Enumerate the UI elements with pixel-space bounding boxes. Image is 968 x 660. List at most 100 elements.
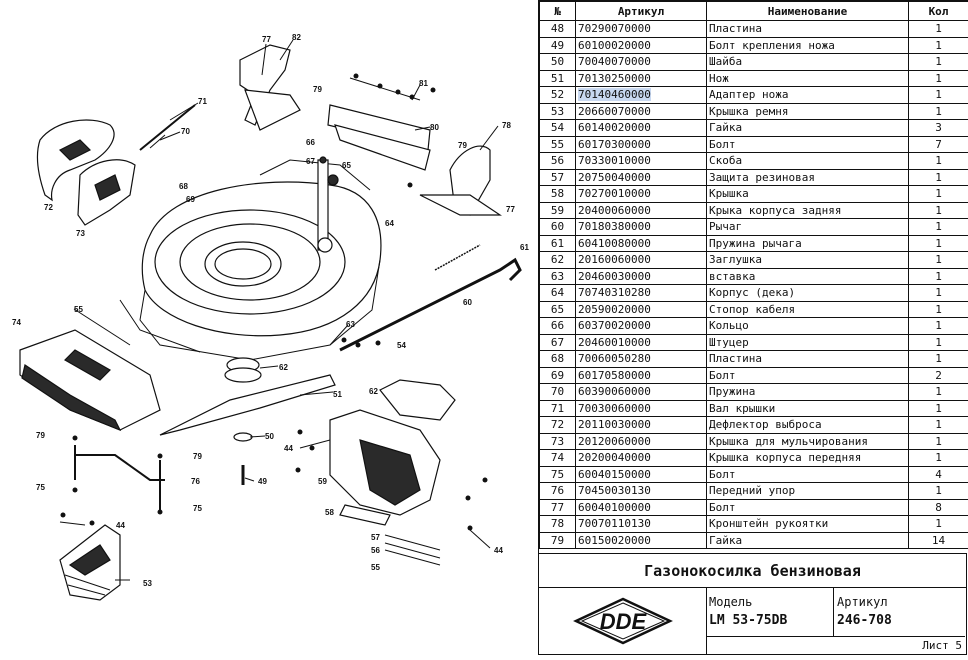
cell-code: 20110030000 [576,417,707,434]
rear-plate-part [328,78,430,170]
cell-code: 70290070000 [576,21,707,38]
cell-qty: 1 [909,169,968,186]
cell-num: 58 [540,186,576,203]
cell-qty: 1 [909,516,968,533]
front-stop-part [75,445,165,510]
cell-name: Крышка корпуса передняя [707,450,909,467]
cell-name: Гайка [707,120,909,137]
cell-num: 68 [540,351,576,368]
cell-name: Пластина [707,351,909,368]
cell-num: 59 [540,202,576,219]
callout-label: 78 [502,121,511,130]
callout-label: 44 [494,546,503,555]
cell-name: Стопор кабеля [707,301,909,318]
column-header-num: № [540,2,576,21]
cell-qty: 1 [909,318,968,335]
cell-code: 70270010000 [576,186,707,203]
table-header-row: № Артикул Наименование Кол [540,2,968,21]
cell-name: Гайка [707,532,909,549]
callout-label: 57 [371,533,380,542]
callout-label: 68 [179,182,188,191]
callout-label: 56 [371,546,380,555]
cell-num: 75 [540,466,576,483]
cell-qty: 8 [909,499,968,516]
callout-label: 74 [12,318,21,327]
cell-num: 53 [540,103,576,120]
cell-name: Заглушка [707,252,909,269]
cell-code: 60370020000 [576,318,707,335]
cell-qty: 1 [909,400,968,417]
cell-code: 70130250000 [576,70,707,87]
cell-qty: 1 [909,21,968,38]
cell-code: 20460030000 [576,268,707,285]
cell-code: 60170580000 [576,367,707,384]
callout-label: 79 [36,431,45,440]
callout-label: 79 [458,141,467,150]
callout-label: 79 [313,85,322,94]
callout-label: 54 [397,341,406,350]
cell-num: 74 [540,450,576,467]
cell-name: Болт [707,499,909,516]
callout-label: 58 [325,508,334,517]
callout-label: 44 [284,444,293,453]
cell-name: Пружина [707,384,909,401]
cell-num: 71 [540,400,576,417]
callout-label: 62 [279,363,288,372]
cell-code: 60170300000 [576,136,707,153]
document-title: Газонокосилка бензиновая [539,554,966,588]
cell-num: 60 [540,219,576,236]
deck-housing-part [120,160,381,360]
cell-code: 70330010000 [576,153,707,170]
cell-num: 65 [540,301,576,318]
logo-text: DDE [599,609,647,634]
cell-num: 49 [540,37,576,54]
callout-label: 62 [369,387,378,396]
cell-code: 60150020000 [576,532,707,549]
cell-name: Пружина рычага [707,235,909,252]
title-block: Газонокосилка бензиновая DDE Модель LM 5… [538,553,967,655]
cell-name: Защита резиновая [707,169,909,186]
cell-name: Адаптер ножа [707,87,909,104]
article-cell: Артикул 246-708 [834,587,965,637]
cell-num: 72 [540,417,576,434]
cell-num: 66 [540,318,576,335]
cell-code: 20590020000 [576,301,707,318]
article-caption: Артикул [837,595,888,609]
cell-code: 60140020000 [576,120,707,137]
handle-bracket-top-part [240,45,300,130]
cell-qty: 1 [909,351,968,368]
callout-label: 55 [74,305,83,314]
cell-qty: 1 [909,450,968,467]
cell-name: Нож [707,70,909,87]
cell-code: 20400060000 [576,202,707,219]
callout-label: 50 [265,432,274,441]
cell-code: 70070110130 [576,516,707,533]
cell-name: Рычаг [707,219,909,236]
callout-label: 53 [143,579,152,588]
cell-name: Кольцо [707,318,909,335]
cell-num: 61 [540,235,576,252]
cell-name: Штуцер [707,334,909,351]
cell-qty: 1 [909,334,968,351]
callout-label: 75 [36,483,45,492]
